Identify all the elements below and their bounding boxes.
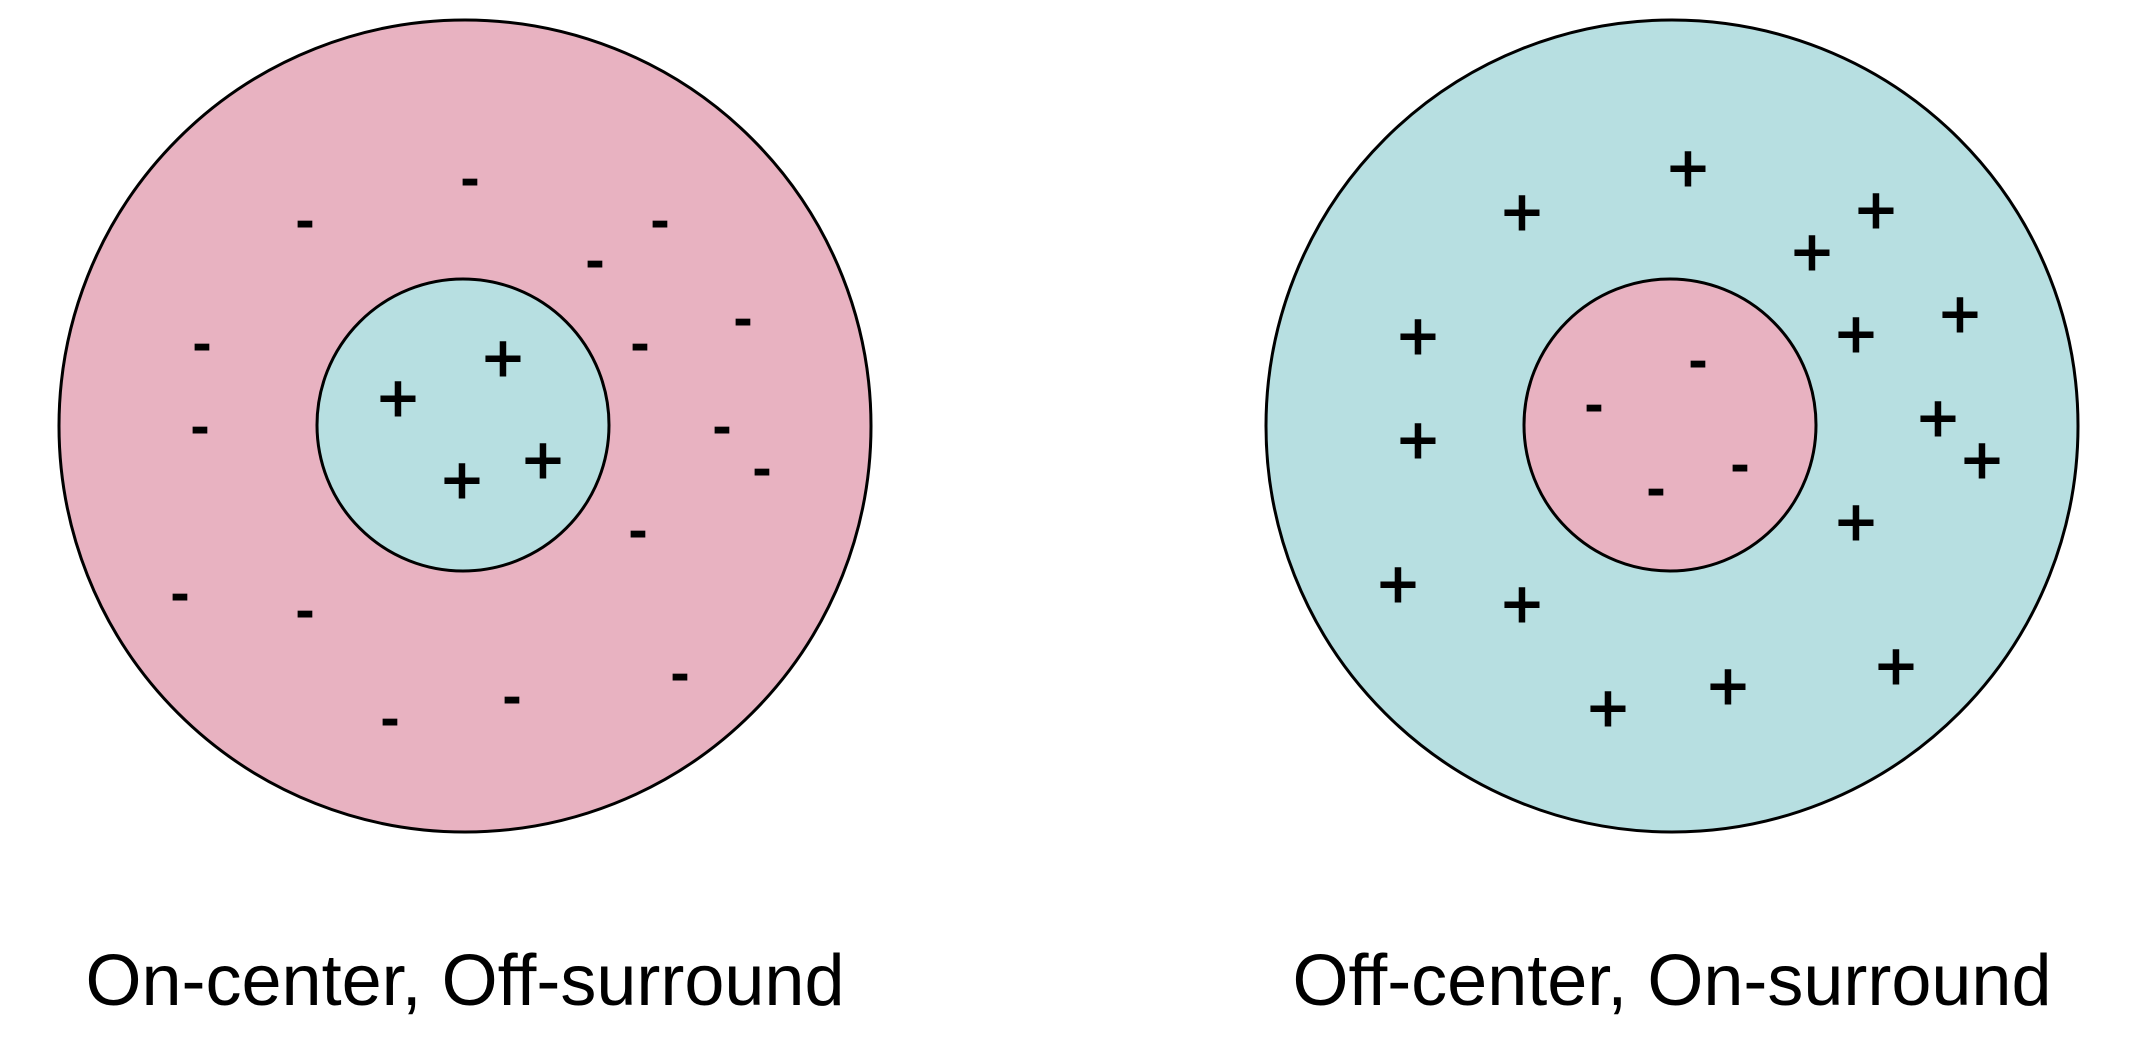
plus-sign-surround: + xyxy=(1789,220,1836,285)
minus-sign-center: - xyxy=(1730,438,1750,494)
minus-sign-surround: - xyxy=(650,194,670,250)
plus-sign-surround: + xyxy=(1833,490,1880,555)
minus-sign-surround: - xyxy=(502,670,522,726)
plus-sign-surround: + xyxy=(1375,552,1422,617)
plus-sign-surround: + xyxy=(1665,136,1712,201)
minus-sign-surround: - xyxy=(752,442,772,498)
minus-sign-surround: - xyxy=(630,317,650,373)
on-center-caption: On-center, Off-surround xyxy=(85,941,844,1021)
minus-sign-surround: - xyxy=(585,234,605,290)
minus-sign-surround: - xyxy=(733,292,753,348)
plus-sign-surround: + xyxy=(1395,408,1442,473)
plus-sign-center: + xyxy=(375,366,422,431)
plus-sign-surround: + xyxy=(1959,428,2006,493)
plus-sign-surround: + xyxy=(1499,180,1546,245)
minus-sign-surround: - xyxy=(628,504,648,560)
plus-sign-surround: + xyxy=(1853,178,1900,243)
minus-sign-center: - xyxy=(1646,462,1666,518)
off-center-caption: Off-center, On-surround xyxy=(1292,941,2051,1021)
right-marks: ++++++++++++++++---- xyxy=(1375,136,2006,741)
minus-sign-surround: - xyxy=(460,152,480,208)
minus-sign-surround: - xyxy=(190,400,210,456)
minus-sign-center: - xyxy=(1584,378,1604,434)
left-marks: ----------------++++ xyxy=(170,152,772,748)
minus-sign-surround: - xyxy=(712,400,732,456)
plus-sign-surround: + xyxy=(1873,634,1920,699)
minus-sign-surround: - xyxy=(170,567,190,623)
plus-sign-surround: + xyxy=(1937,282,1984,347)
minus-sign-center: - xyxy=(1688,334,1708,390)
minus-sign-surround: - xyxy=(295,584,315,640)
minus-sign-surround: - xyxy=(192,317,212,373)
plus-sign-surround: + xyxy=(1585,676,1632,741)
minus-sign-surround: - xyxy=(295,194,315,250)
minus-sign-surround: - xyxy=(380,692,400,748)
plus-sign-center: + xyxy=(520,428,567,493)
on-center-panel: ----------------++++ On-center, Off-surr… xyxy=(57,18,873,1021)
plus-sign-surround: + xyxy=(1833,302,1880,367)
plus-sign-surround: + xyxy=(1499,572,1546,637)
on-center-region xyxy=(315,277,611,573)
plus-sign-surround: + xyxy=(1915,386,1962,451)
plus-sign-surround: + xyxy=(1705,654,1752,719)
plus-sign-center: + xyxy=(439,448,486,513)
off-center-panel: ++++++++++++++++---- Off-center, On-surr… xyxy=(1264,18,2080,1021)
off-center-region xyxy=(1522,277,1818,573)
plus-sign-center: + xyxy=(480,326,527,391)
plus-sign-surround: + xyxy=(1395,304,1442,369)
minus-sign-surround: - xyxy=(670,647,690,703)
